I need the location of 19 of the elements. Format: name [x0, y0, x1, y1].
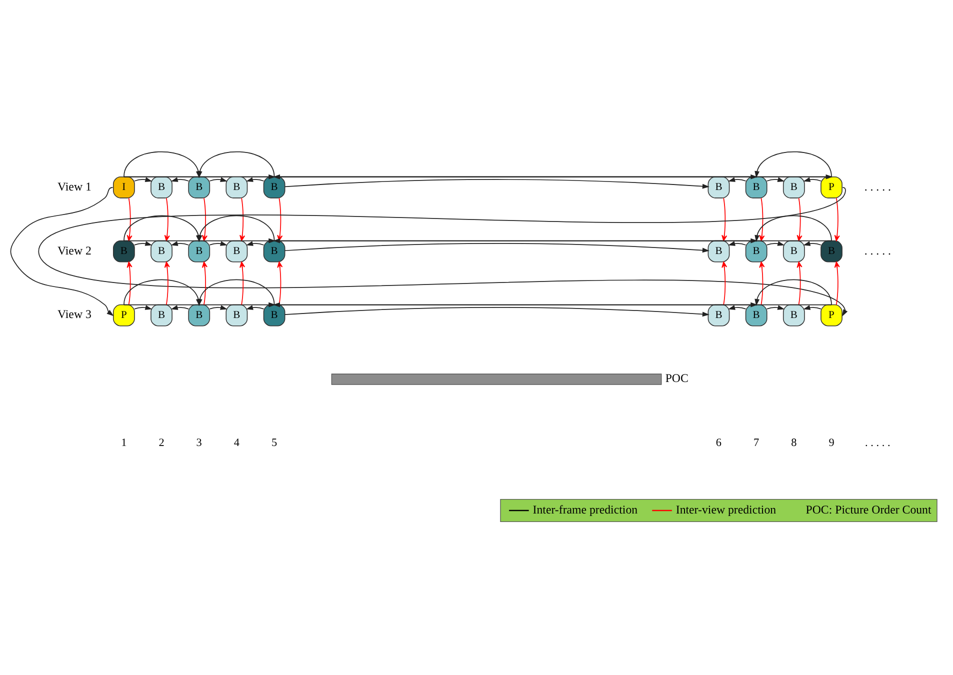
- label: 5: [271, 436, 278, 448]
- legend-label: Inter-view prediction: [676, 502, 776, 516]
- label: 8: [791, 436, 797, 448]
- label: View 1: [58, 178, 92, 193]
- label: 1: [121, 436, 127, 448]
- label: 6: [716, 436, 722, 448]
- label: . . . . .: [865, 436, 890, 448]
- label: View 2: [58, 242, 92, 257]
- label: 3: [196, 436, 202, 448]
- label: . . . . .: [864, 242, 892, 257]
- label: POC: Picture Order Count: [806, 502, 932, 516]
- label: 2: [158, 436, 164, 448]
- legend-label: Inter-frame prediction: [532, 502, 638, 516]
- label: POC: [665, 370, 688, 385]
- label: View 3: [58, 306, 92, 321]
- label: 9: [828, 436, 834, 448]
- label: 7: [754, 436, 760, 448]
- label: . . . . .: [864, 178, 892, 193]
- label: 4: [234, 436, 240, 448]
